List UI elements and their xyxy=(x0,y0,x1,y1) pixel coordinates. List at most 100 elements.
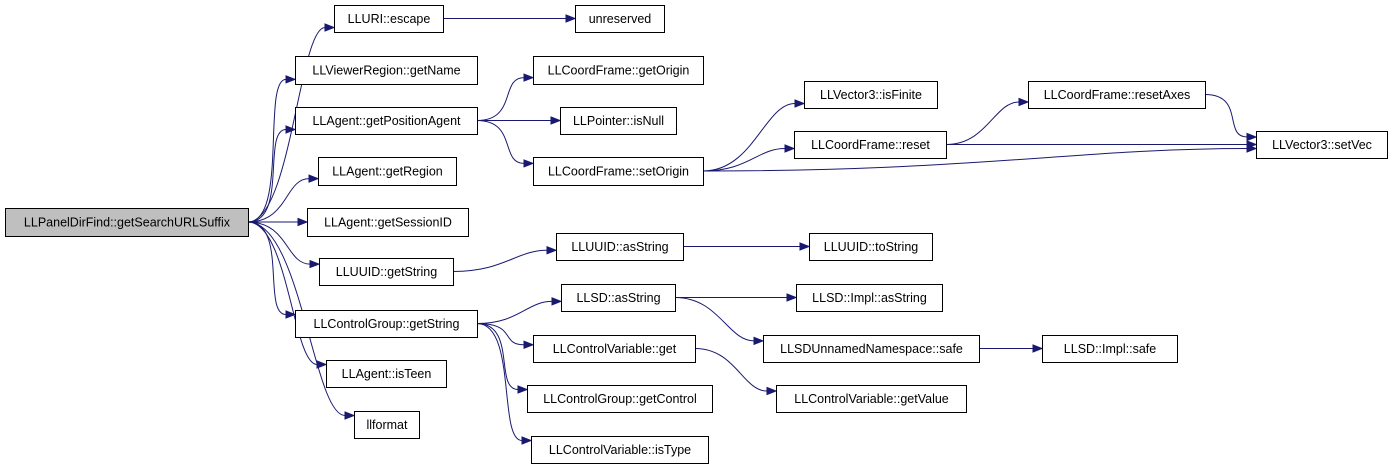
node-box-llformat xyxy=(354,411,420,439)
node-label-llpaneldirfind-getsearchurlsuffix: LLPanelDirFind::getSearchURLSuffix xyxy=(24,216,231,230)
arrowhead-llvector3-setvec xyxy=(1246,132,1258,142)
node-llsd-asstring[interactable]: LLSD::asString xyxy=(561,284,676,312)
edge-llcoordframe-reset-to-llcoordframe-resetaxes xyxy=(945,101,1020,145)
node-layer: LLPanelDirFind::getSearchURLSuffix LLURI:… xyxy=(5,5,1388,464)
node-llcoordframe-resetaxes[interactable]: LLCoordFrame::resetAxes xyxy=(1028,81,1206,109)
edge-llcontrolgroup-getstring-to-llsd-asstring xyxy=(476,300,553,324)
node-lluri-escape[interactable]: LLURI::escape xyxy=(334,5,444,33)
arrowhead-llcoordframe-setorigin xyxy=(523,159,535,168)
node-box-llagent-getpositionagent xyxy=(295,107,478,135)
node-llcontrolgroup-getcontrol[interactable]: LLControlGroup::getControl xyxy=(527,385,713,413)
arrowhead-llpointer-isnull xyxy=(550,116,562,125)
node-llpaneldirfind-getsearchurlsuffix[interactable]: LLPanelDirFind::getSearchURLSuffix xyxy=(5,208,249,237)
arrowhead-llviewerregion-getname xyxy=(285,75,297,84)
edge-llagent-getpositionagent-to-llcoordframe-setorigin xyxy=(476,120,525,164)
node-label-lluuid-getstring: LLUUID::getString xyxy=(336,265,437,279)
node-label-llpointer-isnull: LLPointer::isNull xyxy=(573,114,664,128)
arrowhead-llvector3-setvec xyxy=(1246,140,1258,149)
arrowhead-lluri-escape xyxy=(324,23,336,32)
node-lluuid-asstring[interactable]: LLUUID::asString xyxy=(556,233,684,261)
arrowhead-llsd-impl-safe xyxy=(1032,344,1044,353)
node-label-llagent-getpositionagent: LLAgent::getPositionAgent xyxy=(312,114,461,128)
node-label-llvector3-setvec: LLVector3::setVec xyxy=(1272,138,1372,152)
node-label-llsd-asstring: LLSD::asString xyxy=(576,291,660,305)
node-box-llcontrolvariable-istype xyxy=(531,436,709,464)
arrowhead-llcontrolvariable-istype xyxy=(521,436,533,445)
node-box-llcontrolvariable-getvalue xyxy=(776,385,967,413)
node-box-llcoordframe-setorigin xyxy=(533,157,704,186)
node-llviewerregion-getname[interactable]: LLViewerRegion::getName xyxy=(295,56,478,85)
arrowhead-llvector3-isfinite xyxy=(794,99,806,108)
node-box-llcontrolvariable-get xyxy=(533,335,696,363)
node-label-llcontrolgroup-getcontrol: LLControlGroup::getControl xyxy=(543,392,697,406)
node-llformat[interactable]: llformat xyxy=(354,411,420,439)
node-label-lluuid-asstring: LLUUID::asString xyxy=(571,240,668,254)
edge-llpaneldirfind-getsearchurlsuffix-to-lluri-escape xyxy=(247,27,326,223)
node-lluuid-tostring[interactable]: LLUUID::toString xyxy=(809,233,933,261)
node-box-llagent-isteen xyxy=(326,360,447,388)
node-llpointer-isnull[interactable]: LLPointer::isNull xyxy=(560,107,677,135)
node-label-llcoordframe-getorigin: LLCoordFrame::getOrigin xyxy=(548,64,690,78)
node-box-llviewerregion-getname xyxy=(295,56,478,85)
node-label-llvector3-isfinite: LLVector3::isFinite xyxy=(820,88,922,102)
edge-llcoordframe-setorigin-to-llcoordframe-reset xyxy=(702,147,786,172)
node-box-unreserved xyxy=(575,5,665,33)
node-label-lluuid-tostring: LLUUID::toString xyxy=(824,240,919,254)
edge-llcontrolvariable-get-to-llcontrolvariable-getvalue xyxy=(694,348,768,392)
edge-llcontrolgroup-getstring-to-llcontrolgroup-getcontrol xyxy=(476,323,519,390)
arrowhead-llcontrolgroup-getcontrol xyxy=(517,385,529,394)
edge-llcoordframe-resetaxes-to-llvector3-setvec xyxy=(1204,94,1248,138)
node-box-llagent-getregion xyxy=(318,157,457,186)
arrowhead-unreserved xyxy=(565,14,577,23)
node-label-llcoordframe-resetaxes: LLCoordFrame::resetAxes xyxy=(1044,88,1191,102)
edge-llpaneldirfind-getsearchurlsuffix-to-llagent-isteen xyxy=(247,221,318,365)
arrowhead-llcontrolvariable-getvalue xyxy=(766,386,778,396)
node-box-lluuid-tostring xyxy=(809,233,933,261)
edge-llcontrolgroup-getstring-to-llcontrolvariable-istype xyxy=(476,323,523,441)
node-box-llcontrolgroup-getstring xyxy=(295,310,478,338)
node-unreserved[interactable]: unreserved xyxy=(575,5,665,33)
node-box-llvector3-isfinite xyxy=(804,81,938,109)
node-box-llsd-impl-safe xyxy=(1042,335,1178,363)
node-llcoordframe-getorigin[interactable]: LLCoordFrame::getOrigin xyxy=(533,56,704,85)
node-box-llpointer-isnull xyxy=(560,107,677,135)
node-llcoordframe-setorigin[interactable]: LLCoordFrame::setOrigin xyxy=(533,157,704,186)
arrowhead-llcoordframe-resetaxes xyxy=(1018,97,1030,107)
edge-lluuid-getstring-to-lluuid-asstring xyxy=(452,249,548,272)
node-label-llcoordframe-reset: LLCoordFrame::reset xyxy=(811,138,930,152)
node-llsd-impl-asstring[interactable]: LLSD::Impl::asString xyxy=(796,284,943,312)
node-label-lluri-escape: LLURI::escape xyxy=(348,12,431,26)
node-llcontrolvariable-istype[interactable]: LLControlVariable::isType xyxy=(531,436,709,464)
edge-llpaneldirfind-getsearchurlsuffix-to-llagent-getregion xyxy=(247,178,310,223)
arrowhead-llagent-getregion xyxy=(308,174,320,183)
node-llagent-getregion[interactable]: LLAgent::getRegion xyxy=(318,157,457,186)
node-llcontrolvariable-getvalue[interactable]: LLControlVariable::getValue xyxy=(776,385,967,413)
node-llvector3-setvec[interactable]: LLVector3::setVec xyxy=(1256,131,1388,159)
node-label-llsd-impl-safe: LLSD::Impl::safe xyxy=(1064,342,1156,356)
node-llsdunnamednamespace-safe[interactable]: LLSDUnnamedNamespace::safe xyxy=(763,335,980,363)
node-llcoordframe-reset[interactable]: LLCoordFrame::reset xyxy=(794,131,947,159)
arrowhead-llagent-getsessionid xyxy=(297,217,309,227)
node-llagent-getpositionagent[interactable]: LLAgent::getPositionAgent xyxy=(295,107,478,135)
node-llsd-impl-safe[interactable]: LLSD::Impl::safe xyxy=(1042,335,1178,363)
node-label-llsd-impl-asstring: LLSD::Impl::asString xyxy=(812,291,927,305)
node-lluuid-getstring[interactable]: LLUUID::getString xyxy=(319,258,454,286)
arrowhead-lluuid-asstring xyxy=(546,246,558,255)
node-llvector3-isfinite[interactable]: LLVector3::isFinite xyxy=(804,81,938,109)
node-label-llagent-isteen: LLAgent::isTeen xyxy=(342,367,432,381)
node-llcontrolgroup-getstring[interactable]: LLControlGroup::getString xyxy=(295,310,478,338)
node-llagent-isteen[interactable]: LLAgent::isTeen xyxy=(326,360,447,388)
node-box-lluuid-asstring xyxy=(556,233,684,261)
node-llagent-getsessionid[interactable]: LLAgent::getSessionID xyxy=(307,208,469,237)
node-label-unreserved: unreserved xyxy=(589,12,652,26)
arrowhead-llagent-getpositionagent xyxy=(285,125,297,134)
arrowhead-llcoordframe-getorigin xyxy=(523,73,535,82)
node-llcontrolvariable-get[interactable]: LLControlVariable::get xyxy=(533,335,696,363)
node-label-llcontrolvariable-get: LLControlVariable::get xyxy=(553,342,677,356)
node-label-llviewerregion-getname: LLViewerRegion::getName xyxy=(312,64,460,78)
arrowhead-lluuid-getstring xyxy=(309,259,321,269)
edge-llagent-getpositionagent-to-llcoordframe-getorigin xyxy=(476,77,525,121)
edge-llcoordframe-setorigin-to-llvector3-isfinite xyxy=(702,103,796,172)
arrowhead-llsd-asstring xyxy=(551,297,563,306)
